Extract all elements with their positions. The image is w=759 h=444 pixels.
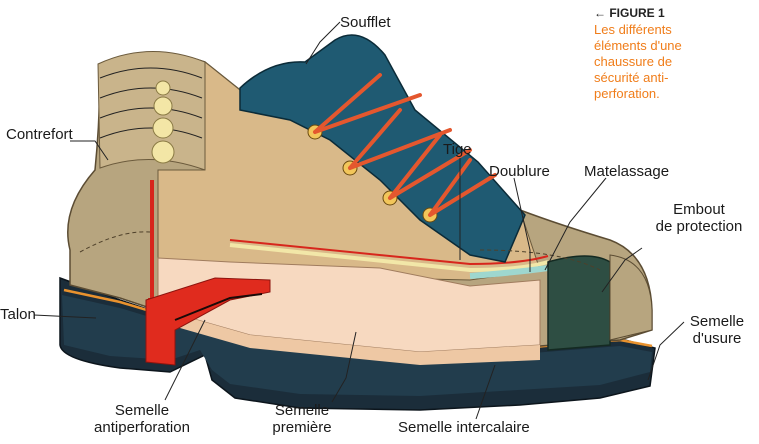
figure-caption-block: ← FIGURE 1 Les différents éléments d'une… <box>594 6 754 102</box>
label-embout-line2: de protection <box>640 218 758 235</box>
label-matelassage: Matelassage <box>584 163 669 180</box>
label-antiperforation-line2: antiperforation <box>82 419 202 436</box>
label-tige: Tige <box>443 141 472 158</box>
label-embout-line1: Embout <box>640 201 758 218</box>
label-soufflet: Soufflet <box>340 14 391 31</box>
toe-leather <box>610 255 652 340</box>
label-semelle-premiere: Semelle première <box>262 402 342 436</box>
label-doublure: Doublure <box>489 163 550 180</box>
label-premiere-line1: Semelle <box>262 402 342 419</box>
label-embout: Embout de protection <box>640 201 758 235</box>
figure-number: ← FIGURE 1 <box>594 6 754 21</box>
label-contrefort: Contrefort <box>6 126 73 143</box>
toe-cap <box>548 256 610 350</box>
label-semelle-antiperforation: Semelle antiperforation <box>82 402 202 436</box>
figure-caption: Les différents éléments d'une chaussure … <box>594 22 754 102</box>
collar-padding <box>98 51 205 170</box>
label-talon: Talon <box>0 306 36 323</box>
label-antiperforation-line1: Semelle <box>82 402 202 419</box>
label-semelle-usure-line2: d'usure <box>676 330 758 347</box>
label-premiere-line2: première <box>262 419 342 436</box>
label-semelle-usure-line1: Semelle <box>676 313 758 330</box>
label-semelle-intercalaire: Semelle intercalaire <box>398 419 530 436</box>
label-semelle-usure: Semelle d'usure <box>676 313 758 347</box>
